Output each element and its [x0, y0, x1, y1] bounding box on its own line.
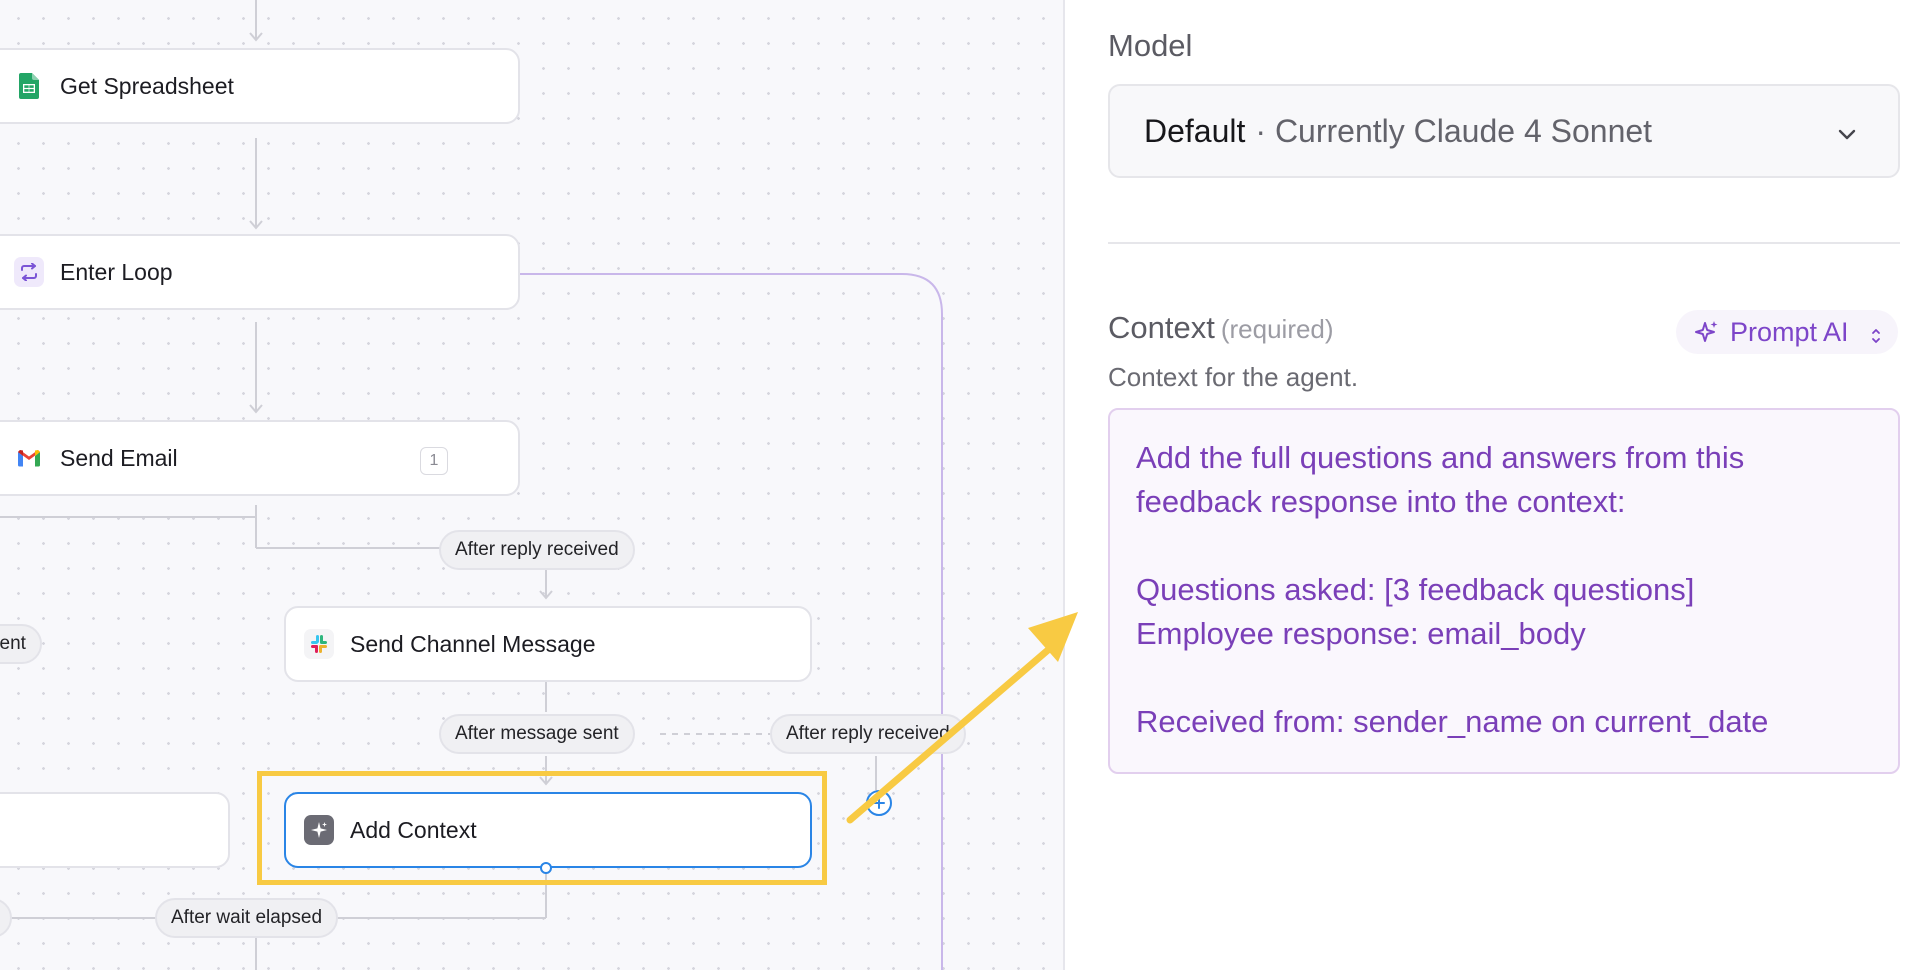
node-send-email[interactable]: Send Email 1: [0, 420, 520, 496]
model-value-detail: · Currently Claude 4 Sonnet: [1255, 112, 1653, 149]
node-add-context[interactable]: Add Context: [284, 792, 812, 868]
context-line: Questions asked: [3 feedback questions]: [1136, 572, 1695, 607]
context-line: Received from: sender_name on current_da…: [1136, 704, 1769, 739]
prompt-ai-label: Prompt AI: [1730, 316, 1849, 347]
edge-label-after-reply-received[interactable]: After reply received: [439, 530, 635, 570]
prompt-ai-button[interactable]: Prompt AI: [1676, 310, 1898, 354]
slack-icon: [304, 629, 334, 659]
edge-label-sent[interactable]: sent: [0, 624, 42, 664]
node-partial-left[interactable]: [0, 792, 230, 868]
panel-divider: [1063, 0, 1065, 970]
sparkle-icon: [1694, 319, 1720, 345]
chevron-down-icon: [1836, 116, 1858, 153]
model-label: Model: [1108, 28, 1193, 63]
node-label: Send Channel Message: [350, 630, 596, 657]
node-send-channel-message[interactable]: Send Channel Message: [284, 606, 812, 682]
context-line: feedback response into the context:: [1136, 484, 1626, 519]
context-line: [1136, 524, 1872, 568]
context-line: Employee response: email_body: [1136, 616, 1586, 651]
node-get-spreadsheet[interactable]: Get Spreadsheet: [0, 48, 520, 124]
context-textarea[interactable]: Add the full questions and answers from …: [1108, 408, 1900, 774]
model-select[interactable]: Default · Currently Claude 4 Sonnet: [1108, 84, 1900, 178]
workflow-connectors: [0, 0, 943, 970]
node-label: Add Context: [350, 816, 477, 843]
node-enter-loop[interactable]: Enter Loop: [0, 234, 520, 310]
node-label: Get Spreadsheet: [60, 72, 234, 99]
chevron-up-down-icon: [1870, 322, 1882, 353]
loop-icon: [14, 257, 44, 287]
edge-label-after-reply-received-2[interactable]: After reply received: [770, 714, 966, 754]
edge-label-after-message-sent[interactable]: After message sent: [439, 714, 635, 754]
model-value: Default: [1144, 112, 1246, 149]
edge-label-after-wait-elapsed[interactable]: After wait elapsed: [155, 898, 339, 938]
context-line: Add the full questions and answers from …: [1136, 440, 1745, 475]
highlight-box: [257, 771, 827, 885]
node-output-handle[interactable]: [540, 862, 552, 874]
context-description: Context for the agent.: [1108, 362, 1359, 392]
required-hint: (required): [1220, 314, 1334, 344]
google-sheets-icon: [14, 71, 44, 101]
workflow-canvas[interactable]: Get Spreadsheet Enter Loop Send Email 1: [0, 0, 1063, 970]
node-label: Enter Loop: [60, 258, 173, 285]
sparkle-icon: [304, 815, 334, 845]
section-divider: [1108, 242, 1900, 244]
add-step-button[interactable]: [866, 790, 892, 816]
node-label: Send Email: [60, 444, 178, 471]
gmail-icon: [14, 443, 44, 473]
count-badge: 1: [420, 447, 448, 475]
context-label: Context(required): [1108, 310, 1334, 345]
context-line: [1136, 656, 1872, 700]
